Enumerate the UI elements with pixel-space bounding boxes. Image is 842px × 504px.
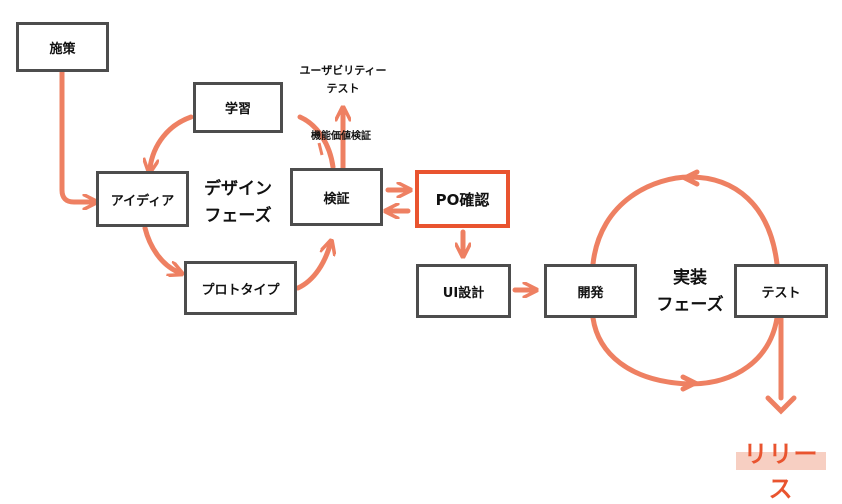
node-kaihatsu: 開発 <box>544 264 637 318</box>
arc-idea-to-prototype <box>142 225 178 272</box>
release-highlight-band <box>736 452 826 470</box>
node-shisaku-label: 施策 <box>49 41 76 57</box>
node-test: テスト <box>734 264 828 318</box>
impl-phase-line1: 実装 <box>673 268 707 288</box>
node-ui-sekkei: UI設計 <box>416 264 511 318</box>
node-gakushu: 学習 <box>193 82 283 133</box>
node-ui-sekkei-label: UI設計 <box>442 285 485 301</box>
release-marker: リリース <box>736 432 826 503</box>
workflow-diagram: 施策 学習 アイディア 検証 プロトタイプ PO確認 UI設計 開発 テスト デ… <box>16 22 828 503</box>
design-phase-label: デザイン フェーズ <box>197 176 279 230</box>
node-idea: アイディア <box>96 171 189 227</box>
value-verification-text: 機能価値検証 <box>311 131 371 142</box>
node-prototype-label: プロトタイプ <box>201 282 280 298</box>
node-kensho: 検証 <box>290 168 383 226</box>
usability-test-line2: テスト <box>326 82 360 95</box>
connector-layer <box>59 69 797 415</box>
arc-kensho-to-gakushu <box>297 114 336 170</box>
impl-cycle-arrow-top <box>679 169 700 187</box>
node-kensho-label: 検証 <box>323 191 350 207</box>
node-shisaku: 施策 <box>16 22 109 72</box>
usability-test-label: ユーザビリティー テスト <box>283 62 403 98</box>
arrow-shisaku-to-idea <box>59 69 92 202</box>
impl-phase-label: 実装 フェーズ <box>649 265 731 319</box>
arrow-test-to-release-head <box>765 395 797 415</box>
dash-value-verification <box>317 142 324 156</box>
node-test-label: テスト <box>761 285 801 301</box>
design-phase-line2: フェーズ <box>204 206 272 226</box>
node-kaihatsu-label: 開発 <box>577 285 604 301</box>
node-idea-label: アイディア <box>110 193 175 209</box>
usability-test-line1: ユーザビリティー <box>299 64 387 77</box>
value-verification-label: 機能価値検証 <box>300 128 382 146</box>
arc-gakushu-to-idea <box>150 114 194 168</box>
impl-cycle-bottom <box>590 315 780 387</box>
node-gakushu-label: 学習 <box>224 102 251 117</box>
node-prototype: プロトタイプ <box>184 261 297 315</box>
release-label: リリース <box>743 440 819 503</box>
impl-phase-line2: フェーズ <box>656 295 724 315</box>
node-po-kakunin-label: PO確認 <box>435 190 490 209</box>
arc-prototype-to-kensho <box>295 245 330 291</box>
impl-cycle-top <box>590 174 780 267</box>
design-phase-line1: デザイン <box>204 179 272 199</box>
impl-cycle-arrow-bottom <box>680 374 701 392</box>
node-po-kakunin: PO確認 <box>415 170 510 228</box>
